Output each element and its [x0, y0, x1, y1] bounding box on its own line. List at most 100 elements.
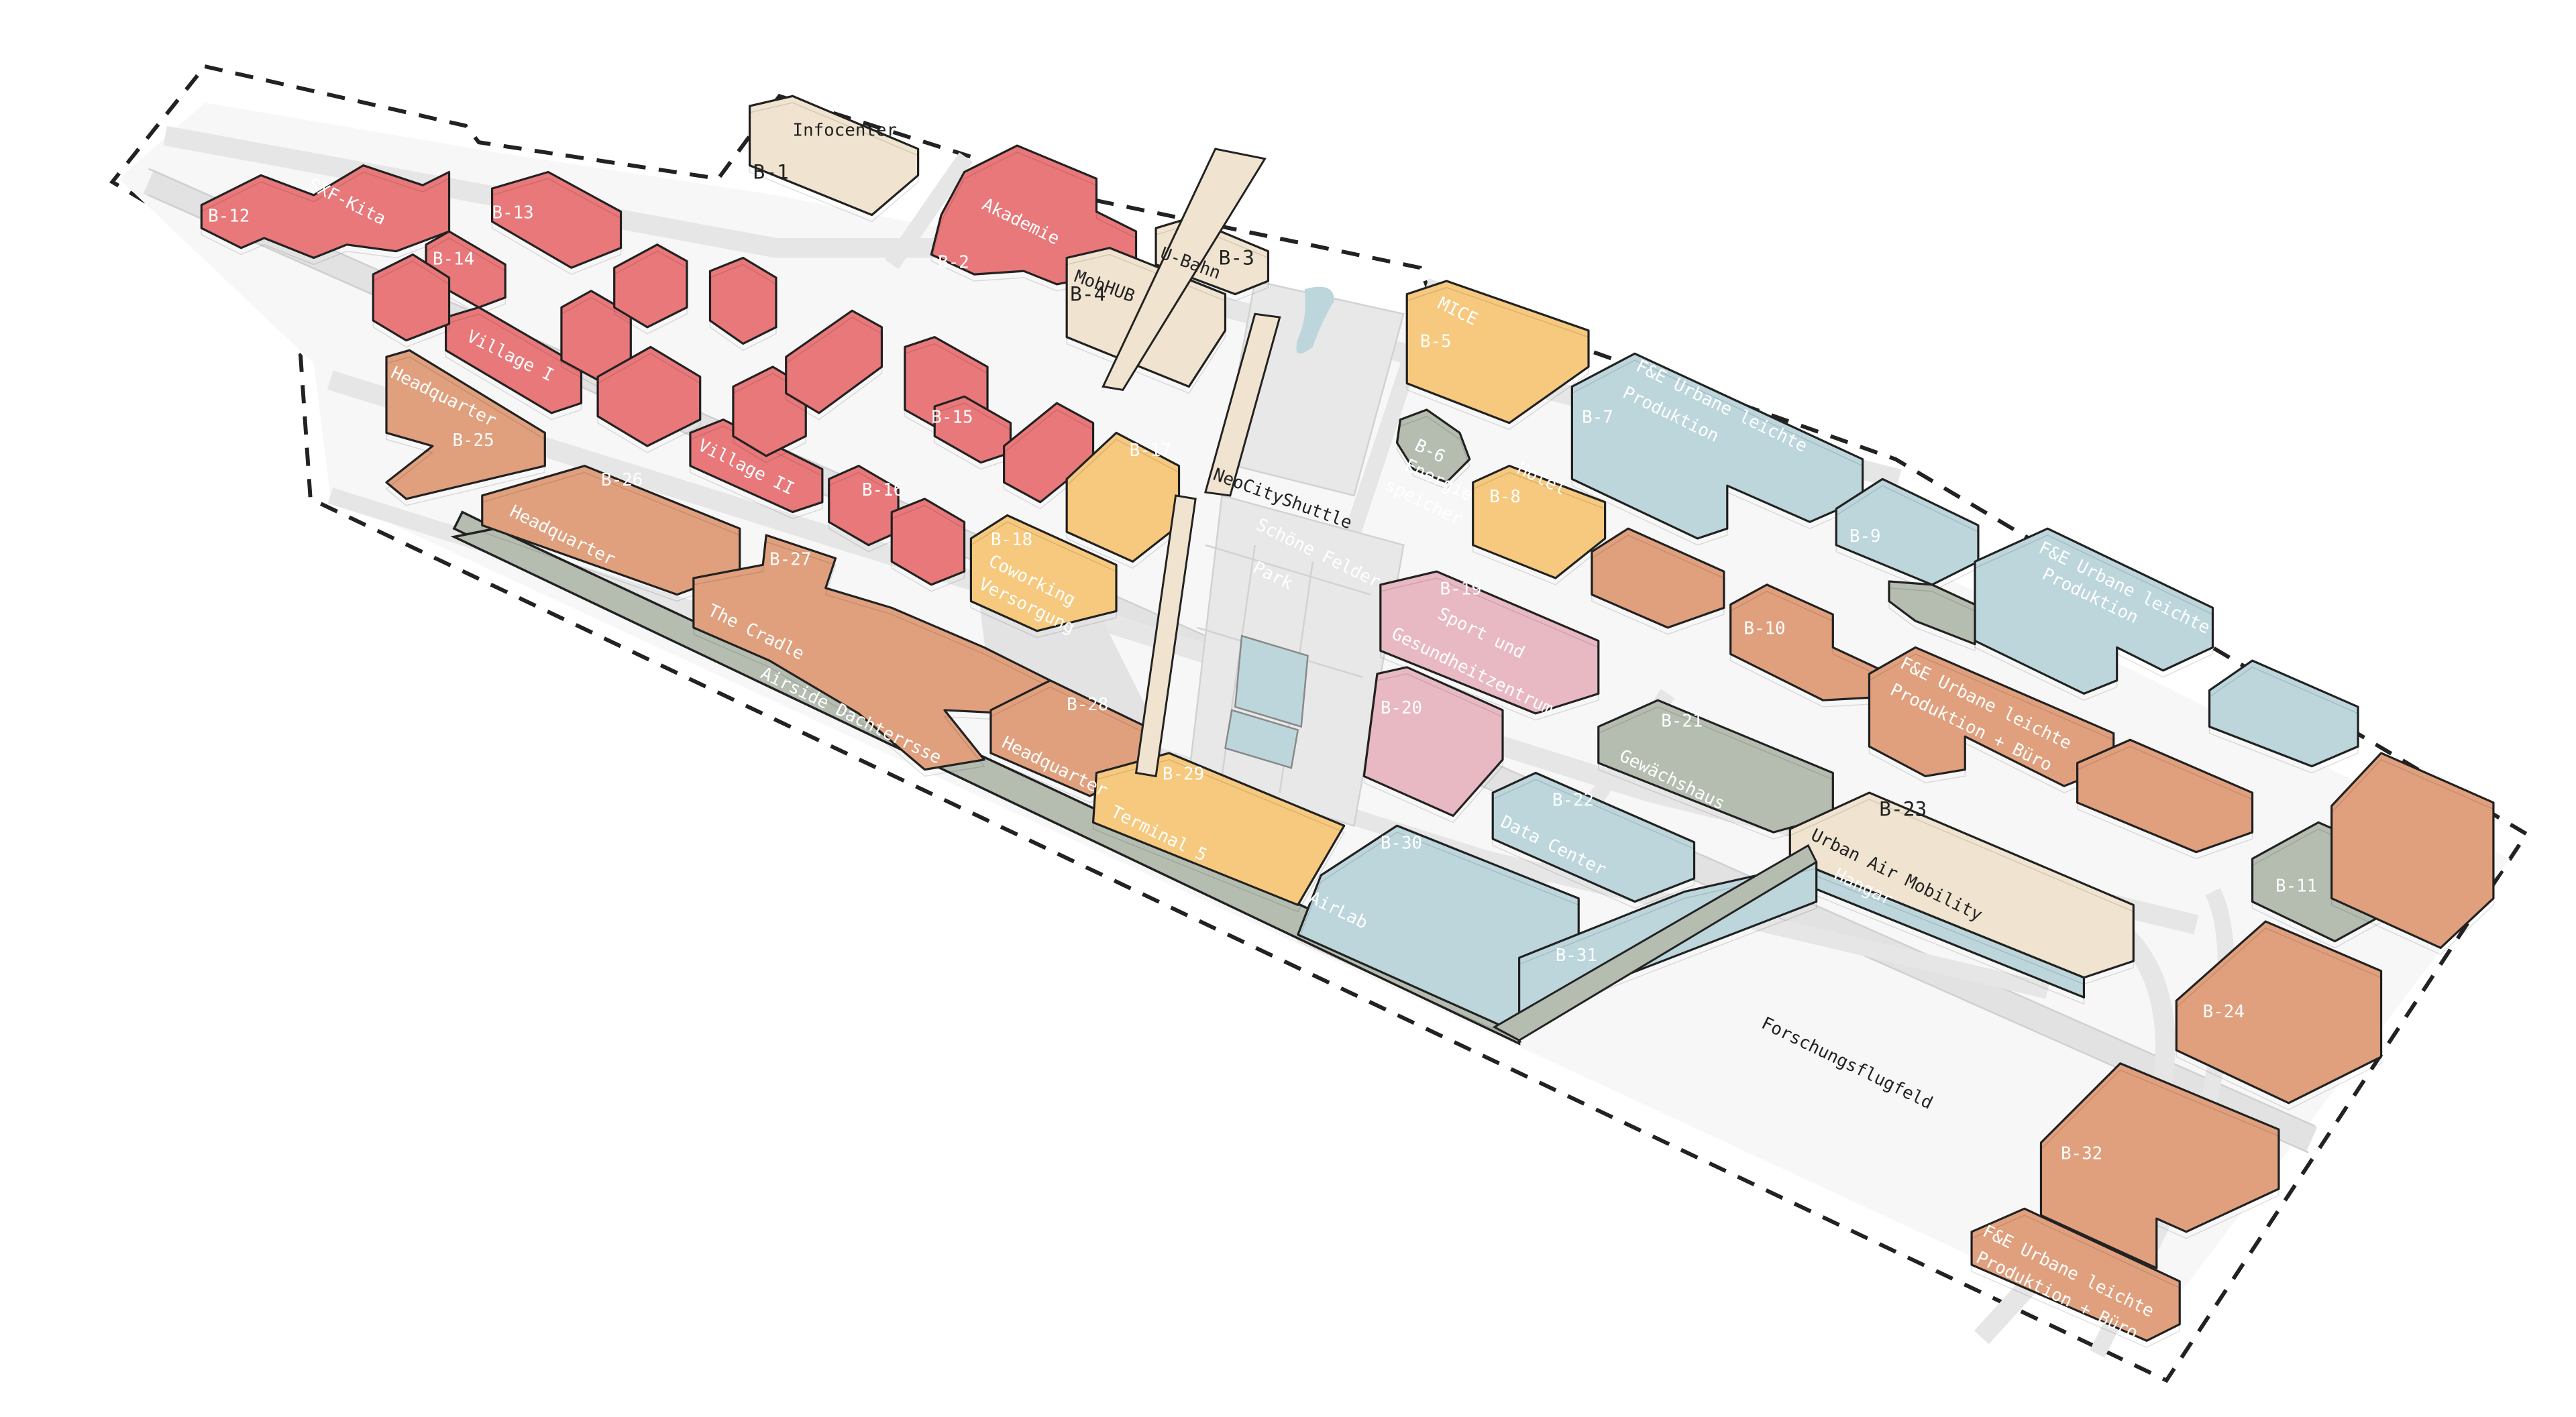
label-b22: B-22	[1552, 791, 1594, 811]
label-b23: B-23	[1879, 797, 1927, 820]
label-b1: B-1	[753, 160, 788, 183]
label-b26: B-26	[601, 470, 643, 490]
building-b8b-shadow	[1591, 534, 1725, 635]
building-b24-shadow	[2176, 927, 2382, 1111]
building-b32	[2039, 1062, 2280, 1269]
label-b10: B-10	[1743, 619, 1785, 639]
label-b21: B-21	[1661, 712, 1703, 732]
park-grid-2	[1205, 544, 1371, 596]
label-b30: B-30	[1381, 834, 1422, 854]
label-b11: B-11	[2275, 876, 2317, 897]
label-b19: B-19	[1440, 579, 1481, 600]
building-b10b	[1868, 646, 2115, 787]
building-vil2-block3-shadow	[785, 317, 883, 420]
label-b31: B-31	[1556, 946, 1597, 966]
shuttle-track	[1102, 148, 1267, 392]
label-b29: B-29	[1163, 764, 1204, 784]
building-vil1-block3-shadow	[613, 250, 688, 335]
label-b17: B-17	[1130, 441, 1171, 461]
label-b7: B-7	[1582, 408, 1613, 428]
shuttle-track-3	[1134, 494, 1197, 778]
building-b16b-shadow	[891, 504, 965, 592]
building-b1	[748, 95, 920, 217]
building-b32-fe	[1970, 1207, 2181, 1342]
building-b10c	[2076, 738, 2254, 854]
building-village1-shadow	[445, 313, 582, 420]
label-b18: B-18	[991, 530, 1032, 550]
building-b24	[2175, 920, 2383, 1104]
building-b11-orange	[2330, 752, 2495, 950]
label-b8: B-8	[1489, 487, 1521, 507]
building-b14b-shadow	[372, 260, 450, 348]
label-infocenter: Infocenter	[793, 120, 898, 140]
label-b13: B-13	[492, 203, 534, 223]
label-b5: B-5	[1420, 331, 1452, 351]
building-b13-shadow	[491, 178, 622, 275]
building-vil1-block4	[708, 256, 777, 345]
building-b1-shadow	[749, 102, 919, 223]
building-b9-grey	[1888, 580, 1976, 646]
label-b25: B-25	[452, 431, 494, 451]
building-b9-grey-shadow	[1888, 587, 1976, 652]
shuttle-ramp	[1492, 844, 1818, 1041]
pool-1	[1234, 634, 1309, 728]
label-b12: B-12	[208, 206, 250, 226]
building-b10b-shadow	[1868, 653, 2114, 793]
label-b14: B-14	[433, 249, 474, 269]
building-vil1-block3	[613, 243, 688, 329]
building-b12	[200, 164, 451, 260]
label-b32: B-32	[2061, 1144, 2102, 1164]
building-b22	[1491, 771, 1696, 903]
building-b13	[490, 170, 623, 269]
building-vil2-block3	[785, 309, 883, 414]
building-b7	[1570, 352, 1864, 540]
label-b9: B-9	[1849, 526, 1881, 547]
building-b8b	[1591, 527, 1725, 629]
building-b10c-shadow	[2076, 746, 2253, 860]
building-b20	[1362, 666, 1504, 817]
building-blue-east	[2208, 659, 2359, 768]
building-b16b	[890, 498, 966, 586]
building-b25	[385, 349, 546, 500]
building-b6	[1395, 408, 1471, 484]
building-b7-shadow	[1571, 359, 1864, 546]
road-cross-1	[885, 152, 973, 270]
label-b3: B-3	[1219, 246, 1254, 269]
building-b22-shadow	[1492, 779, 1695, 909]
building-b11-orange-shadow	[2330, 758, 2494, 956]
building-village2	[689, 418, 824, 514]
label-b24: B-24	[2203, 1002, 2245, 1022]
building-b6-shadow	[1396, 415, 1470, 490]
label-b28: B-28	[1067, 695, 1108, 715]
building-b18-shadow	[970, 521, 1117, 638]
label-b15: B-15	[931, 408, 973, 428]
building-b20-shadow	[1363, 673, 1503, 824]
building-b12-shadow	[201, 171, 450, 266]
building-vil2-block1-shadow	[597, 353, 701, 453]
building-vil1-block4-shadow	[709, 264, 777, 351]
building-vil2-block2-shadow	[733, 372, 806, 463]
label-b16: B-16	[862, 480, 904, 500]
building-village1	[445, 306, 583, 414]
label-b2: B-2	[938, 252, 969, 272]
building-b5-shadow	[1406, 287, 1589, 431]
building-b8	[1472, 465, 1607, 579]
label-b20: B-20	[1381, 698, 1422, 718]
building-vil2-block1	[596, 345, 702, 447]
building-b9-prod-shadow	[1974, 534, 2214, 701]
building-b4-shadow	[1066, 253, 1226, 394]
pond	[1296, 286, 1334, 354]
label-b27: B-27	[769, 549, 811, 569]
building-b9-prod	[1974, 527, 2214, 695]
building-b14b	[372, 253, 451, 342]
shuttle-track-2	[1204, 313, 1281, 497]
building-b18	[969, 514, 1118, 632]
pool-2	[1224, 709, 1299, 769]
building-b25-shadow	[385, 356, 546, 506]
building-b19	[1379, 570, 1600, 715]
building-village2-shadow	[690, 425, 823, 520]
building-b19-shadow	[1380, 577, 1599, 721]
building-blue-east-shadow	[2208, 667, 2359, 774]
label-b4: B-4	[1070, 283, 1106, 306]
